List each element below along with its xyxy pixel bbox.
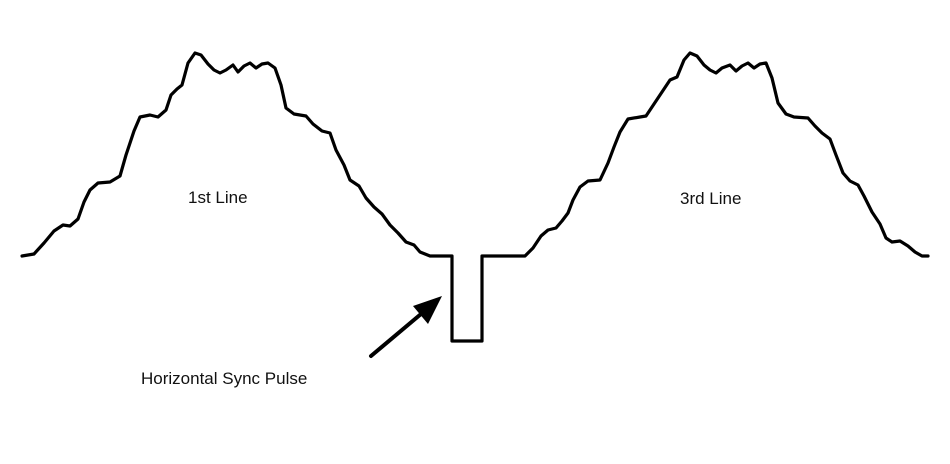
- video-waveform: [20, 51, 930, 343]
- sync-pulse-arrow: [369, 296, 442, 358]
- sync-pulse-label: Horizontal Sync Pulse: [141, 369, 307, 388]
- third-line-label: 3rd Line: [680, 189, 741, 208]
- first-line-label: 1st Line: [188, 188, 248, 207]
